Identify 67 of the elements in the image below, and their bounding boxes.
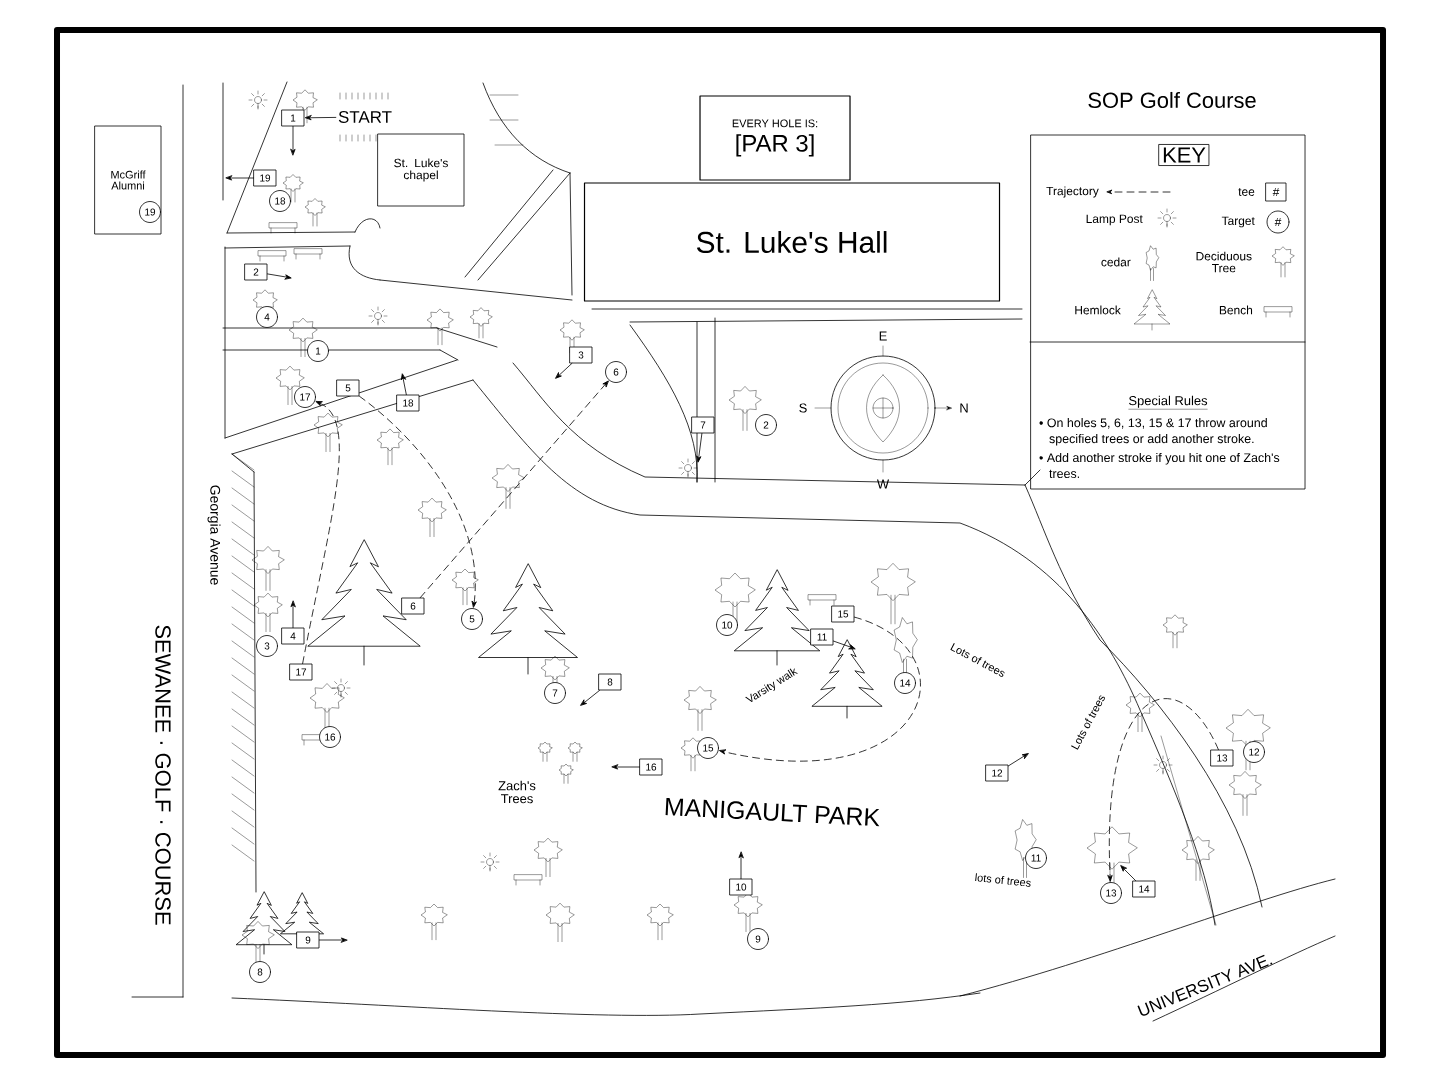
- rules-heading: Special Rules: [1128, 395, 1208, 410]
- trajectory-arrow: [419, 380, 609, 598]
- title: SOP Golf Course: [1088, 91, 1256, 109]
- tee-box: 16: [639, 758, 663, 776]
- arrow: [580, 690, 600, 706]
- arrow: [555, 363, 573, 379]
- tee-box: 7: [691, 416, 715, 434]
- tee-box: 4: [281, 627, 305, 645]
- area-label: Lots of trees: [1071, 695, 1105, 750]
- legend-label: Target: [1221, 216, 1255, 228]
- key-heading: KEY: [1158, 144, 1210, 166]
- tee-box: 3: [569, 346, 593, 364]
- legend-label: Deciduous Tree: [1196, 251, 1252, 273]
- trajectory-arrow: [719, 616, 921, 762]
- arrow: [290, 600, 296, 628]
- arrow: [225, 175, 254, 181]
- legend-label: Lamp Post: [1086, 214, 1143, 226]
- arrow: [305, 115, 337, 121]
- compass-letter: N: [960, 403, 968, 413]
- legend-label: tee: [1238, 188, 1255, 196]
- arrow: [833, 640, 856, 650]
- tee-box: 19: [253, 169, 277, 187]
- area-label: Zach's Trees: [498, 780, 536, 804]
- park-name: MANIGAULT PARK: [665, 797, 880, 827]
- tee-box: 5: [336, 379, 360, 397]
- area-label: Lots of trees: [950, 643, 1005, 677]
- tee-box: 14: [1132, 880, 1156, 898]
- trajectory-arrow: [302, 401, 340, 664]
- tee-box: 2: [244, 263, 268, 281]
- compass-letter: W: [876, 479, 890, 489]
- trajectory-arrow: [359, 395, 477, 608]
- sign-box: EVERY HOLE IS: [PAR 3]: [699, 95, 851, 181]
- tee-box: 9: [296, 931, 320, 949]
- tee-box: 13: [1210, 749, 1234, 767]
- arrow: [1120, 865, 1136, 881]
- compass-letter: E: [879, 331, 887, 341]
- building: St. Luke's chapel: [377, 133, 465, 207]
- legend-label: Hemlock: [1075, 305, 1121, 315]
- tee-box: 12: [985, 764, 1009, 782]
- rule-text: • Add another stroke if you hit one of Zach's trees.: [1039, 452, 1280, 478]
- street-name: Georgia Avenue: [207, 485, 221, 585]
- arrow: [696, 433, 703, 463]
- street-name: SEWANEE · GOLF · COURSE: [155, 625, 171, 925]
- tee-box: 10: [729, 878, 753, 896]
- tee-box: 15: [831, 605, 855, 623]
- arrow: [1008, 753, 1029, 767]
- compass-letter: S: [799, 403, 807, 413]
- tee-box: 18: [396, 394, 420, 412]
- key-panel: [1030, 134, 1306, 490]
- tee-box: 11: [810, 628, 834, 646]
- area-label: lots of trees: [975, 873, 1031, 887]
- tee-box: 6: [401, 597, 425, 615]
- arrow: [738, 851, 744, 879]
- tee-box: 17: [289, 663, 313, 681]
- arrow: [611, 764, 640, 770]
- arrow: [267, 273, 292, 280]
- trajectory-arrow: [1107, 698, 1219, 882]
- arrow: [400, 373, 407, 395]
- tee-box: 1: [281, 109, 305, 127]
- arrow: [319, 937, 348, 943]
- tee-box: 8: [598, 673, 622, 691]
- start-label: START: [338, 111, 392, 123]
- legend-label: cedar: [1101, 257, 1131, 267]
- arrow: [290, 126, 296, 156]
- legend-label: Trajectory: [1046, 186, 1099, 198]
- rule-text: • On holes 5, 6, 13, 15 & 17 throw around specified trees or add another stroke.: [1039, 418, 1267, 446]
- legend-label: Bench: [1219, 305, 1253, 315]
